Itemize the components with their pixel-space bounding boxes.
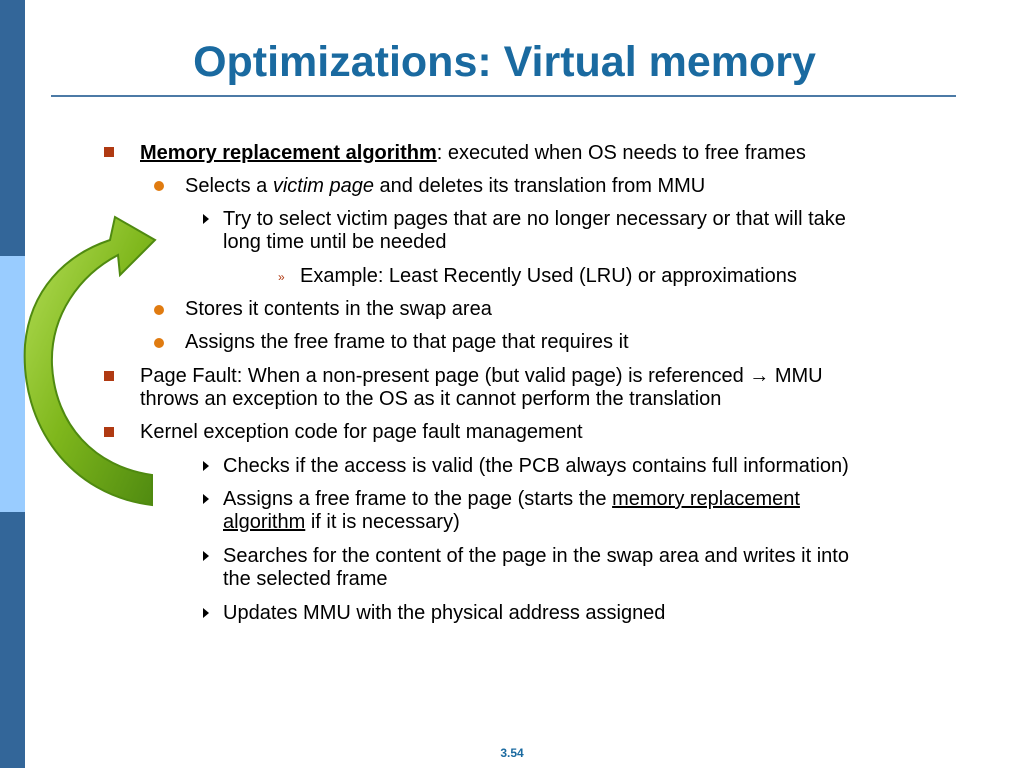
bullet-searches-swap-line1: Searches for the content of the page in … bbox=[223, 545, 849, 567]
curved-green-arrow-icon bbox=[23, 215, 157, 507]
right-arrow-icon: → bbox=[749, 365, 770, 387]
bullet-checks-access: Checks if the access is valid (the PCB a… bbox=[223, 455, 849, 477]
title-underline bbox=[51, 95, 956, 97]
bullet-assigns-frame-line1: Assigns a free frame to the page (starts… bbox=[223, 488, 800, 510]
bullet-try-select-line2: long time until be needed bbox=[223, 231, 447, 253]
term-memory-replacement: Memory replacement algorithm bbox=[140, 142, 437, 164]
bullet-selects-victim: Selects a victim page and deletes its tr… bbox=[185, 175, 706, 197]
bullet-lru-example: Example: Least Recently Used (LRU) or ap… bbox=[300, 265, 797, 287]
raquo-bullet: » bbox=[278, 270, 285, 284]
triangle-bullet bbox=[203, 551, 209, 561]
dot-bullet bbox=[154, 181, 164, 191]
slide-number: 3.54 bbox=[500, 746, 524, 760]
memory-replacement-link[interactable]: memory replacement bbox=[612, 488, 800, 510]
bullet-try-select-line1: Try to select victim pages that are no l… bbox=[223, 208, 846, 230]
triangle-bullet bbox=[203, 494, 209, 504]
bullet-searches-swap-line2: the selected frame bbox=[223, 568, 388, 590]
bullet-memory-replacement: Memory replacement algorithm: executed w… bbox=[140, 142, 806, 164]
square-bullet bbox=[104, 147, 114, 157]
bullet-assigns-frame-line2: algorithm if it is necessary) bbox=[223, 511, 460, 533]
arrow-shape bbox=[23, 215, 157, 507]
side-bar-highlight bbox=[0, 256, 25, 512]
square-bullet bbox=[104, 427, 114, 437]
algorithm-link[interactable]: algorithm bbox=[223, 511, 306, 533]
bullet-assigns-free-frame: Assigns the free frame to that page that… bbox=[185, 331, 629, 353]
dot-bullet bbox=[154, 338, 164, 348]
triangle-bullet bbox=[203, 214, 209, 224]
bullet-stores-swap: Stores it contents in the swap area bbox=[185, 298, 492, 320]
bullet-kernel-exception: Kernel exception code for page fault man… bbox=[140, 421, 583, 443]
dot-bullet bbox=[154, 305, 164, 315]
slide-title: Optimizations: Virtual memory bbox=[193, 38, 816, 86]
triangle-bullet bbox=[203, 461, 209, 471]
bullet-page-fault-line2: throws an exception to the OS as it cann… bbox=[140, 388, 722, 410]
triangle-bullet bbox=[203, 608, 209, 618]
bullet-updates-mmu: Updates MMU with the physical address as… bbox=[223, 602, 666, 624]
left-side-bar bbox=[0, 0, 25, 768]
square-bullet bbox=[104, 371, 114, 381]
bullet-page-fault-line1: Page Fault: When a non-present page (but… bbox=[140, 365, 823, 387]
